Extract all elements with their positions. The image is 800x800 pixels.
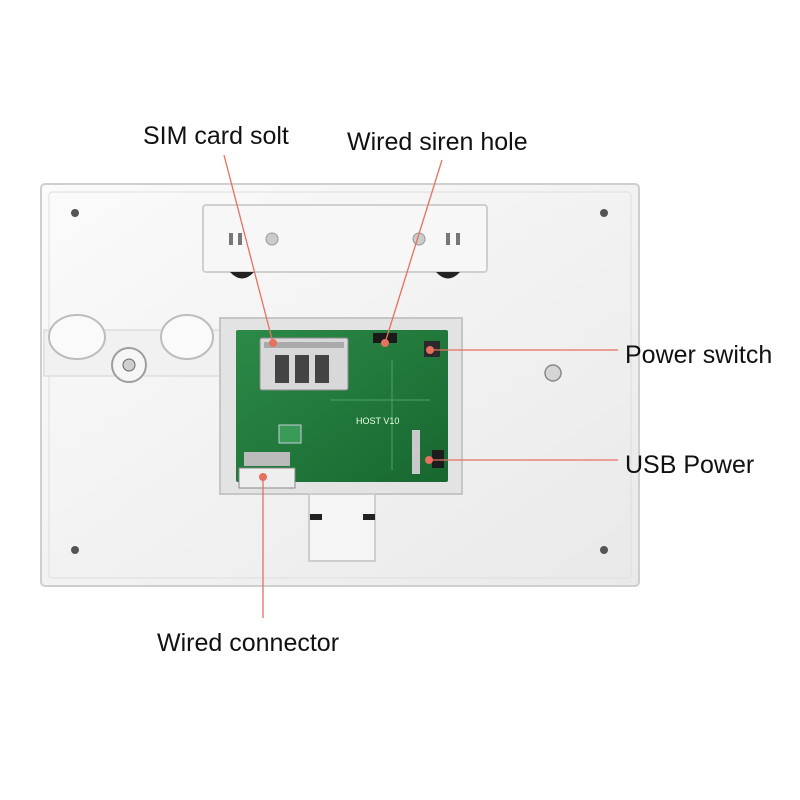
callout-label-sim-card: SIM card solt [143,122,289,150]
bracket-foot-left [230,272,254,279]
callout-label-siren-hole: Wired siren hole [347,128,528,156]
sim-contact-bar [264,342,344,348]
sim-slot-3 [315,355,329,383]
callout-line-siren [384,159,443,344]
wired-connector-pins [244,452,290,466]
bracket-hole-left [265,232,279,246]
side-hole [544,364,562,382]
screw-hole-top-right [600,209,608,217]
bracket-foot-right [436,272,460,279]
round-pad-left [48,314,106,360]
bracket-slot-right-2 [456,233,460,245]
sim-slot-2 [295,355,309,383]
callout-label-power-switch: Power switch [625,341,773,369]
callout-dot-siren [381,339,389,347]
pin-header-column [412,430,420,474]
chip-grid [278,424,302,444]
tab-shadow-right [363,514,375,520]
bracket-slot-left-1 [229,233,233,245]
callout-dot-power [426,346,434,354]
siren-terminal [373,333,397,343]
tab-shadow-left [310,514,322,520]
sim-slot-1 [275,355,289,383]
callout-dot-wired [259,473,267,481]
mounting-bracket [202,204,488,273]
screw-hole-bottom-left [71,546,79,554]
screw-hole-top-left [71,209,79,217]
wired-connector-block [238,467,296,489]
callout-label-usb-power: USB Power [625,451,755,479]
usb-port-component [432,450,444,468]
round-pad-right [160,314,214,360]
housing-inner-border [48,191,632,579]
screw-hole-bottom-right [600,546,608,554]
mount-screw-center [122,358,136,372]
bottom-tab [308,493,376,562]
bracket-slot-left-2 [238,233,242,245]
callout-dot-usb [425,456,433,464]
callout-dot-sim [269,339,277,347]
bracket-slot-right-1 [446,233,450,245]
callout-line-sim [223,154,274,344]
board-model-text: HOST V10 [356,416,399,426]
callout-label-wired-connector: Wired connector [157,629,340,657]
